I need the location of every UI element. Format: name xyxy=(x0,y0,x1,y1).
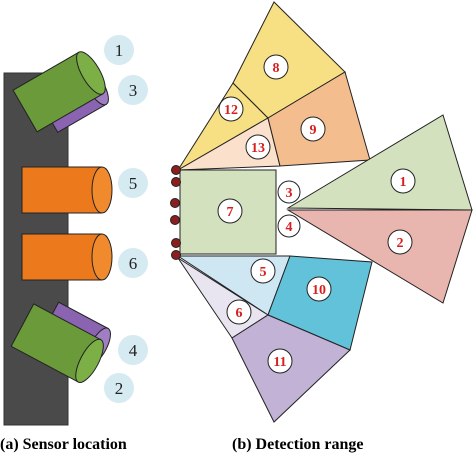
sensor-location-panel: 1 3 5 6 4 2 xyxy=(3,35,148,426)
zone-label-11: 11 xyxy=(267,348,293,374)
detection-range-panel xyxy=(170,1,473,423)
zone-label-1: 1 xyxy=(390,168,416,194)
svg-text:6: 6 xyxy=(236,306,243,321)
zone-label-6: 6 xyxy=(226,299,252,325)
svg-text:2: 2 xyxy=(115,379,124,398)
sensor-label-6: 6 xyxy=(118,248,148,278)
zone-label-9: 9 xyxy=(300,116,326,142)
svg-text:1: 1 xyxy=(115,41,124,60)
zone-label-5: 5 xyxy=(250,258,276,284)
svg-text:8: 8 xyxy=(273,61,280,76)
zone-labels: 8 12 9 13 1 7 3 4 xyxy=(217,54,416,374)
zone-label-10: 10 xyxy=(306,276,332,302)
sensor-label-5: 5 xyxy=(118,168,148,198)
zone-label-7: 7 xyxy=(217,198,243,224)
svg-text:12: 12 xyxy=(224,103,238,118)
sensor-label-4: 4 xyxy=(118,335,148,365)
sensor-label-2: 2 xyxy=(104,373,134,403)
sensor-label-1: 1 xyxy=(104,35,134,65)
svg-text:10: 10 xyxy=(312,283,326,298)
zone-11 xyxy=(231,314,351,423)
svg-text:2: 2 xyxy=(397,236,404,251)
caption-detection-range: (b) Detection range xyxy=(232,436,364,453)
zone-label-12: 12 xyxy=(218,96,244,122)
sensor-6 xyxy=(21,233,113,281)
svg-text:7: 7 xyxy=(227,205,234,220)
svg-text:5: 5 xyxy=(260,265,267,280)
zone-label-3: 3 xyxy=(277,180,301,204)
mount-dot xyxy=(171,250,181,260)
svg-text:13: 13 xyxy=(251,141,265,156)
mount-dot xyxy=(170,198,180,208)
zone-1 xyxy=(286,114,473,211)
svg-text:9: 9 xyxy=(310,123,317,138)
mount-dot xyxy=(171,165,181,175)
zone-2 xyxy=(286,209,473,304)
sensor-label-3: 3 xyxy=(118,75,148,105)
svg-text:3: 3 xyxy=(286,186,293,201)
mount-dot xyxy=(171,238,181,248)
sensor-2 xyxy=(10,303,104,383)
mount-dot xyxy=(171,177,181,187)
mount-dot xyxy=(170,215,180,225)
svg-text:6: 6 xyxy=(129,254,138,273)
caption-sensor-location: (a) Sensor location xyxy=(0,436,127,453)
sensor-1 xyxy=(12,51,106,133)
zone-label-8: 8 xyxy=(263,54,289,80)
sensor-5 xyxy=(21,166,113,214)
svg-text:3: 3 xyxy=(129,81,138,100)
svg-text:11: 11 xyxy=(273,355,286,370)
zone-label-2: 2 xyxy=(387,229,413,255)
zone-label-13: 13 xyxy=(245,134,271,160)
svg-text:5: 5 xyxy=(129,174,138,193)
svg-text:4: 4 xyxy=(129,341,138,360)
zone-label-4: 4 xyxy=(277,214,301,238)
svg-text:1: 1 xyxy=(400,175,407,190)
svg-text:4: 4 xyxy=(286,220,293,235)
